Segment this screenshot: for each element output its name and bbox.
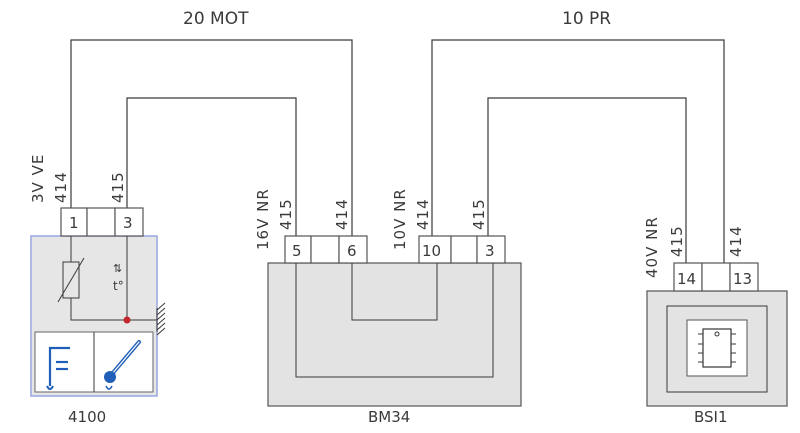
bm34-pin-10: 10	[422, 242, 441, 260]
bm34-pin-gap-a	[310, 235, 340, 264]
sensor-pin-3-box	[114, 207, 144, 237]
component-bm34: 5 6 10 3 BM34	[267, 235, 522, 426]
connector-label-bm34-a: 16V NR	[254, 188, 272, 250]
bm34-inner-link-inner	[351, 263, 438, 321]
temp-arrows-icon: ⇅	[113, 262, 122, 275]
bm34-pin-6-box	[338, 235, 368, 264]
bm34-inner-link-outer	[295, 263, 494, 378]
wire-label-415-bsi1: 415	[668, 225, 686, 257]
bsi1-pin-13-box	[729, 262, 759, 292]
wire-414-pr	[431, 39, 725, 263]
wire-414-mot	[70, 39, 353, 236]
bsi1-pin-13: 13	[733, 270, 752, 288]
wire-label-414-bm34-a: 414	[333, 198, 351, 230]
bm34-pin-5: 5	[292, 242, 302, 260]
bm34-pin-3: 3	[485, 242, 495, 260]
component-name-bm34: BM34	[368, 408, 410, 426]
sensor-pin-1: 1	[69, 214, 79, 232]
bm34-pin-gap-b	[450, 235, 478, 264]
bsi1-pin-14: 14	[677, 270, 696, 288]
thermometer-icon	[104, 340, 141, 390]
sensor-pin-1-box	[60, 207, 88, 237]
bm34-pin-3-box	[476, 235, 506, 264]
wire-415-pr	[487, 97, 687, 263]
harness-label-pr: 10 PR	[562, 9, 611, 29]
harness-label-mot: 20 MOT	[183, 9, 249, 29]
bm34-pin-10-box	[418, 235, 452, 264]
sensor-pin-3: 3	[123, 214, 133, 232]
bsi1-pin-gap	[701, 262, 731, 292]
component-name-bsi1: BSI1	[694, 408, 728, 426]
component-bsi1: 14 13 BSI1	[646, 262, 788, 426]
connector-label-4100: 3V VE	[29, 154, 47, 203]
wire-label-415-sensor: 415	[109, 171, 127, 203]
sensor-pin-mid-box	[86, 207, 116, 237]
bm34-pin-6: 6	[347, 242, 357, 260]
bsi1-pin-14-box	[673, 262, 703, 292]
wire-label-415-bm34-a: 415	[277, 198, 295, 230]
ground-hatch-icon	[156, 302, 166, 336]
component-4100: 1 3 ⇅ t°	[30, 207, 166, 426]
wire-label-415-bm34-b: 415	[470, 198, 488, 230]
thermistor-slash	[57, 257, 85, 303]
connector-label-bsi1: 40V NR	[643, 216, 661, 278]
bm34-body	[267, 262, 522, 407]
wire-label-414-bsi1: 414	[727, 225, 745, 257]
connector-label-bm34-b: 10V NR	[391, 188, 409, 250]
wire-415-mot	[126, 97, 297, 236]
wire-label-414-bm34-b: 414	[414, 198, 432, 230]
bsi1-inner-frame	[666, 305, 768, 393]
junction-dot	[123, 316, 131, 324]
coolant-level-icon	[46, 346, 70, 390]
wire-label-414-sensor: 414	[52, 171, 70, 203]
chip-icon	[686, 319, 748, 377]
temp-symbol: t°	[113, 279, 124, 293]
component-name-4100: 4100	[68, 408, 106, 426]
